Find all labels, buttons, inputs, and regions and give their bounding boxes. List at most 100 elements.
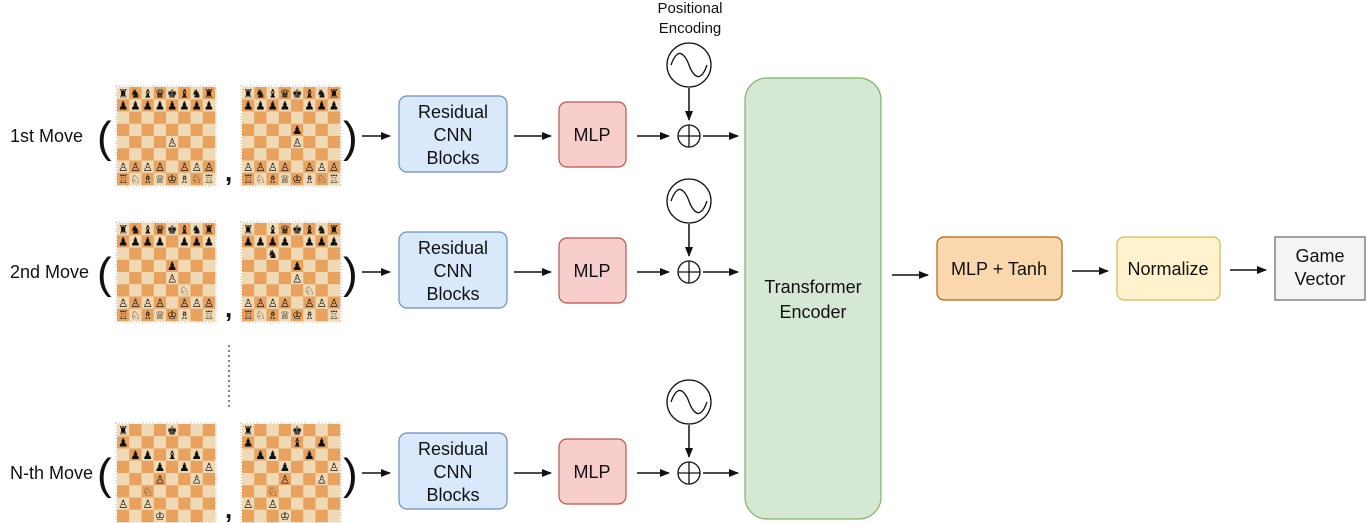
board-square: [202, 448, 216, 461]
chess-piece: ♙: [304, 296, 314, 310]
board-square: [202, 296, 216, 309]
board-square: [315, 136, 328, 149]
chess-piece: ♟: [329, 235, 339, 249]
chess-piece: ♟: [204, 235, 214, 249]
chess-piece: ♙: [316, 296, 326, 310]
chess-piece: ♜: [204, 222, 214, 236]
chess-piece: ♟: [130, 235, 140, 249]
board-square: [266, 123, 279, 137]
positional-encoding-icon: [666, 379, 712, 425]
board-square: [278, 485, 292, 498]
chess-piece: ♟: [155, 235, 165, 249]
board-square: [242, 123, 255, 137]
board-square: [254, 87, 267, 100]
board-square: [190, 235, 203, 248]
board-square: [291, 296, 304, 309]
board-square: [178, 235, 191, 248]
board-square: [254, 111, 267, 124]
board-square: [242, 424, 255, 437]
board-square: [153, 485, 167, 498]
board-square: [178, 247, 191, 260]
chess-piece: ♗: [267, 172, 277, 186]
chess-piece: ♛: [280, 222, 290, 236]
board-square: [315, 172, 328, 186]
board-square: [202, 99, 216, 112]
chess-piece: ♟: [316, 99, 326, 113]
board-square: [190, 111, 203, 124]
chess-piece: ♙: [280, 296, 290, 310]
chess-piece: ♙: [292, 135, 302, 149]
board-square: [153, 509, 167, 523]
chess-piece: ♖: [204, 308, 214, 322]
residual-cnn-box: [398, 432, 508, 510]
board-square: [278, 148, 292, 161]
board-square: [141, 272, 154, 285]
board-square: [153, 87, 167, 100]
board-square: [166, 424, 179, 437]
board-square: [266, 136, 279, 149]
board-square: [141, 497, 154, 510]
board-square: [141, 123, 154, 137]
chess-piece: ♟: [191, 235, 201, 249]
board-square: [254, 272, 267, 285]
board-square: [129, 485, 142, 498]
board-square: [303, 284, 316, 297]
chess-piece: ♟: [280, 460, 290, 474]
board-square: [129, 436, 142, 449]
chess-piece: ♙: [280, 160, 290, 174]
board-square: [141, 247, 154, 260]
board-square: [254, 424, 267, 437]
board-square: [178, 148, 191, 161]
board-square: [202, 497, 216, 510]
chess-piece: ♙: [255, 160, 265, 174]
board-square: [129, 111, 142, 124]
board-square: [178, 284, 191, 297]
mlp-box: [558, 438, 627, 505]
board-square: [303, 497, 316, 510]
board-square: [266, 235, 279, 248]
board-square: [315, 497, 328, 510]
chess-piece: ♟: [243, 436, 253, 450]
board-square: [129, 235, 142, 248]
board-square: [153, 272, 167, 285]
chess-board-after: ♜♝♛♚♝♞♜♟♟♟♟♟♟♟♞♟♙♘♙♙♙♙♙♙♙♖♘♗♕♔♗♖: [240, 221, 342, 323]
chess-piece: ♟: [267, 448, 277, 462]
board-square: [278, 247, 292, 260]
board-square: [141, 460, 154, 474]
chess-piece: ♚: [292, 222, 302, 236]
board-border: [115, 422, 217, 523]
chess-piece: ♝: [179, 86, 189, 100]
board-square: [178, 87, 191, 100]
board-square: [190, 148, 203, 161]
board-square: [242, 111, 255, 124]
chess-piece: ♟: [267, 235, 277, 249]
chess-piece: ♚: [167, 423, 177, 437]
board-square: [242, 448, 255, 461]
board-square: [153, 296, 167, 309]
board-square: [278, 509, 292, 523]
chess-piece: ♘: [255, 308, 265, 322]
chess-board-before: ♜♞♝♛♚♝♞♜♟♟♟♟♟♟♟♟♙♙♙♙♙♙♙♙♖♘♗♕♔♗♘♖: [115, 85, 217, 187]
chess-piece: ♙: [142, 497, 152, 511]
board-square: [266, 148, 279, 161]
chess-piece: ♙: [267, 497, 277, 511]
board-square: [254, 235, 267, 248]
chess-piece: ♟: [255, 235, 265, 249]
board-square: [202, 308, 216, 322]
positional-encoding-label-line2: Encoding: [659, 20, 722, 37]
chess-piece: ♟: [167, 99, 177, 113]
board-square: [242, 485, 255, 498]
board-square: [315, 123, 328, 137]
board-square: [202, 247, 216, 260]
chess-piece: ♞: [255, 86, 265, 100]
board-square: [266, 223, 279, 236]
board-square: [129, 473, 142, 486]
chess-piece: ♖: [118, 308, 128, 322]
chess-piece: ♗: [142, 308, 152, 322]
board-square: [153, 136, 167, 149]
board-square: [254, 509, 267, 523]
residual-cnn-line: CNN: [434, 462, 473, 482]
board-square: [166, 272, 179, 285]
board-square: [141, 424, 154, 437]
board-square: [166, 284, 179, 297]
